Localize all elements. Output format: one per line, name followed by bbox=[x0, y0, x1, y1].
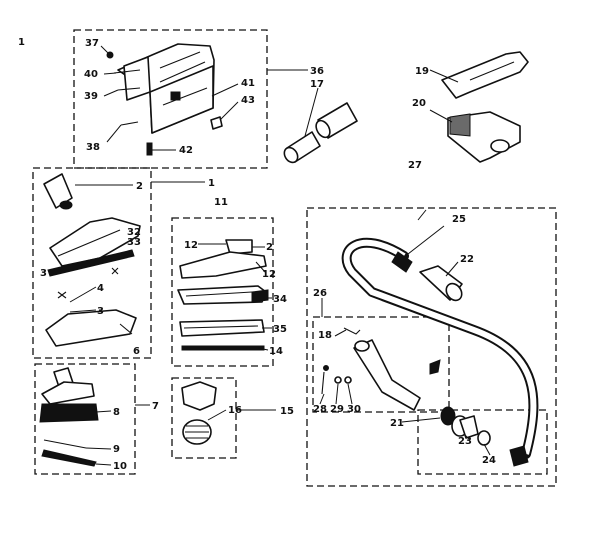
callout-3-lower: 3 bbox=[97, 306, 104, 317]
upholstery-tool bbox=[177, 239, 269, 351]
floor-brush-group-box bbox=[32, 167, 152, 359]
callout-10: 10 bbox=[113, 461, 127, 472]
callout-28: 28 bbox=[313, 404, 327, 415]
callout-6: 6 bbox=[133, 346, 140, 357]
callout-2-upholstery: 2 bbox=[266, 242, 273, 253]
callout-2-floor-brush: 2 bbox=[136, 181, 143, 192]
callout-12-left: 12 bbox=[184, 240, 198, 251]
coupling-group-box bbox=[417, 409, 548, 475]
callout-15: 15 bbox=[280, 406, 294, 417]
callout-29: 29 bbox=[330, 404, 344, 415]
callout-16: 16 bbox=[228, 405, 242, 416]
callout-20: 20 bbox=[412, 98, 426, 109]
callout-42: 42 bbox=[179, 145, 193, 156]
callout-19: 19 bbox=[415, 66, 429, 77]
callout-40: 40 bbox=[84, 69, 98, 80]
handle-group-box bbox=[312, 316, 450, 413]
hose-clip bbox=[447, 111, 521, 163]
callout-35: 35 bbox=[273, 324, 287, 335]
floor-brush bbox=[43, 173, 141, 347]
callout-30: 30 bbox=[347, 404, 361, 415]
hose-assembly bbox=[341, 237, 539, 467]
callout-9: 9 bbox=[113, 444, 120, 455]
dusting-brush bbox=[181, 381, 217, 445]
hose-couplings bbox=[440, 406, 491, 446]
callout-12-right: 12 bbox=[262, 269, 276, 280]
attachment-caddy bbox=[106, 43, 223, 156]
callout-37-top: 37 bbox=[85, 38, 99, 49]
callout-32: 32 bbox=[127, 227, 141, 238]
callout-18: 18 bbox=[318, 330, 332, 341]
callout-11: 11 bbox=[214, 197, 228, 208]
callout-33: 33 bbox=[127, 237, 141, 248]
rug-tool bbox=[39, 367, 99, 467]
callout-23: 23 bbox=[458, 436, 472, 447]
dusting-brush-group-box bbox=[171, 377, 237, 459]
callout-26: 26 bbox=[313, 288, 327, 299]
corner-mark: 1 bbox=[18, 37, 25, 48]
callout-7: 7 bbox=[152, 401, 159, 412]
callout-21: 21 bbox=[390, 418, 404, 429]
callout-36: 36 bbox=[310, 66, 324, 77]
callout-24: 24 bbox=[482, 455, 496, 466]
wand-tubes bbox=[283, 102, 358, 164]
crevice-tool bbox=[441, 51, 529, 99]
callout-34: 34 bbox=[273, 294, 287, 305]
callout-22: 22 bbox=[460, 254, 474, 265]
callout-1: 1 bbox=[208, 178, 215, 189]
callout-3-upper: 3 bbox=[40, 268, 47, 279]
callout-4: 4 bbox=[97, 283, 104, 294]
callout-17: 17 bbox=[310, 79, 324, 90]
callout-38: 38 bbox=[86, 142, 100, 153]
callout-14: 14 bbox=[269, 346, 283, 357]
hose-group-box bbox=[306, 207, 557, 487]
callout-27: 27 bbox=[408, 160, 422, 171]
rug-tool-group-box bbox=[34, 363, 136, 475]
callout-43: 43 bbox=[241, 95, 255, 106]
callout-25: 25 bbox=[452, 214, 466, 225]
callout-41: 41 bbox=[241, 78, 255, 89]
hose-handle bbox=[321, 327, 441, 411]
callout-8: 8 bbox=[113, 407, 120, 418]
callout-39: 39 bbox=[84, 91, 98, 102]
upholstery-group-box bbox=[171, 217, 274, 367]
